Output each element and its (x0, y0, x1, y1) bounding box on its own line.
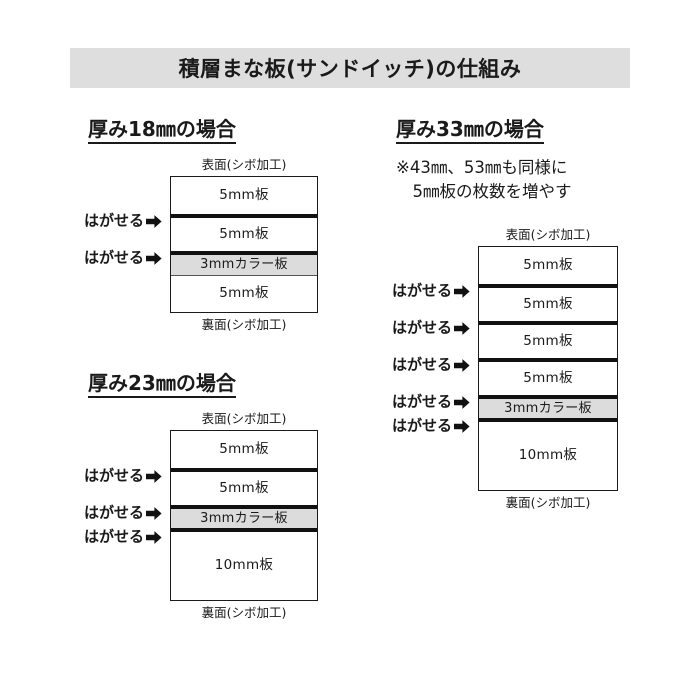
arrow-right-icon (146, 530, 162, 544)
arrow-right-icon (454, 395, 470, 409)
peel-label: はがせる (84, 211, 145, 230)
layer-label: 5mm板 (219, 440, 269, 457)
layer-row-color-board: 3mmカラー板 (171, 250, 317, 275)
peel-callout: はがせる (84, 527, 162, 546)
layer-label: 5mm板 (219, 186, 269, 203)
peel-label: はがせる (392, 281, 453, 300)
arrow-right-icon (146, 506, 162, 520)
peel-label: はがせる (392, 416, 453, 435)
arrow-right-icon (454, 419, 470, 433)
peel-label: はがせる (392, 318, 453, 337)
arrow-right-icon (454, 358, 470, 372)
section-heading-18: 厚み18㎜の場合 (88, 118, 236, 144)
layer-stack-33: 5mm板 5mm板 5mm板 5mm板 3mmカラー板 10mm板 (478, 245, 618, 491)
layer-label: 10mm板 (518, 447, 578, 463)
peel-callout: はがせる (84, 503, 162, 522)
layer-label: 5mm板 (523, 256, 573, 273)
layer-label: 3mmカラー板 (200, 257, 288, 273)
layer-label: 5mm板 (523, 369, 573, 386)
stack-diagram-18: 表面(シボ加工) 5mm板 5mm板 3mmカラー板 5mm板 裏面(シボ加工) (170, 158, 318, 332)
layer-row: 5mm板 (171, 430, 317, 468)
arrow-right-icon (146, 251, 162, 265)
stack-diagram-33: 表面(シボ加工) 5mm板 5mm板 5mm板 5mm板 3mmカラー板 10m… (478, 228, 618, 510)
layer-row: 5mm板 (479, 246, 617, 284)
layer-row: 5mm板 (171, 274, 317, 312)
layer-label: 5mm板 (219, 479, 269, 496)
layer-row-color-board: 3mmカラー板 (479, 394, 617, 418)
layer-row: 5mm板 (479, 357, 617, 395)
page-title-banner: 積層まな板(サンドイッチ)の仕組み (70, 48, 630, 88)
layer-stack-23: 5mm板 5mm板 3mmカラー板 10mm板 (170, 429, 318, 601)
bottom-face-label-33: 裏面(シボ加工) (505, 494, 591, 510)
section-thickness-18: 厚み18㎜の場合 (88, 118, 236, 144)
section-thickness-23: 厚み23㎜の場合 (88, 372, 236, 398)
layer-row: 5mm板 (479, 283, 617, 321)
top-face-label-18: 表面(シボ加工) (201, 157, 287, 172)
layer-label: 10mm板 (214, 557, 274, 573)
layer-row: 5mm板 (171, 176, 317, 214)
peel-callout: はがせる (392, 318, 470, 337)
section-note-33: ※43㎜、53㎜も同様に 5㎜板の枚数を増やす (396, 158, 572, 201)
peel-callout: はがせる (392, 416, 470, 435)
peel-label: はがせる (392, 355, 453, 374)
bottom-face-label-18: 裏面(シボ加工) (201, 316, 287, 332)
layer-row: 10mm板 (171, 527, 317, 600)
layer-label: 5mm板 (523, 332, 573, 349)
arrow-right-icon (454, 284, 470, 298)
peel-callout: はがせる (392, 281, 470, 300)
layer-label: 5mm板 (219, 225, 269, 242)
bottom-face-label-23: 裏面(シボ加工) (201, 604, 287, 620)
peel-callout: はがせる (392, 355, 470, 374)
section-heading-33: 厚み33㎜の場合 (396, 118, 544, 144)
peel-callout: はがせる (84, 466, 162, 485)
layer-row: 10mm板 (479, 417, 617, 490)
arrow-right-icon (146, 214, 162, 228)
layer-label: 3mmカラー板 (504, 400, 592, 416)
layer-row: 5mm板 (479, 320, 617, 358)
top-face-label-33: 表面(シボ加工) (505, 227, 591, 242)
stack-diagram-23: 表面(シボ加工) 5mm板 5mm板 3mmカラー板 10mm板 裏面(シボ加工… (170, 412, 318, 620)
peel-label: はがせる (392, 392, 453, 411)
layer-label: 3mmカラー板 (200, 510, 288, 526)
peel-callout: はがせる (84, 248, 162, 267)
layer-label: 5mm板 (523, 295, 573, 312)
peel-callout: はがせる (84, 211, 162, 230)
layer-row-color-board: 3mmカラー板 (171, 504, 317, 528)
layer-stack-18: 5mm板 5mm板 3mmカラー板 5mm板 (170, 175, 318, 313)
section-thickness-33: 厚み33㎜の場合 ※43㎜、53㎜も同様に 5㎜板の枚数を増やす (396, 118, 572, 204)
arrow-right-icon (146, 469, 162, 483)
section-heading-23: 厚み23㎜の場合 (88, 372, 236, 398)
layer-row: 5mm板 (171, 467, 317, 505)
layer-label: 5mm板 (219, 285, 269, 301)
peel-label: はがせる (84, 503, 145, 522)
layer-row: 5mm板 (171, 213, 317, 251)
peel-label: はがせる (84, 466, 145, 485)
page-title: 積層まな板(サンドイッチ)の仕組み (178, 57, 522, 81)
peel-callout: はがせる (392, 392, 470, 411)
peel-label: はがせる (84, 248, 145, 267)
top-face-label-23: 表面(シボ加工) (201, 411, 287, 426)
arrow-right-icon (454, 321, 470, 335)
peel-label: はがせる (84, 527, 145, 546)
